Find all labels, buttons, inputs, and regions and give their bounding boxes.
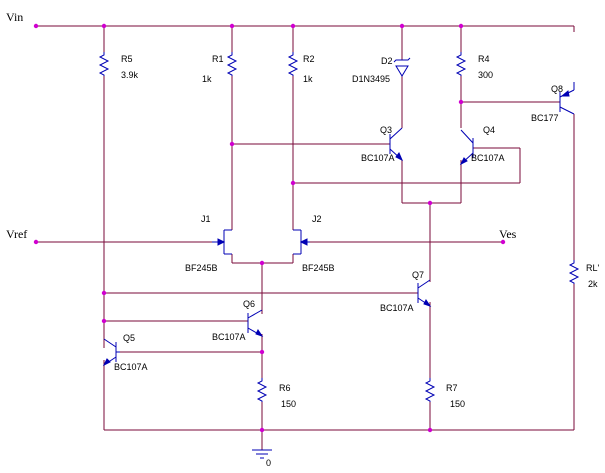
ref-rl: RL' — [586, 263, 600, 273]
wires — [36, 25, 575, 450]
value-q8: BC177 — [531, 113, 559, 123]
ref-q6: Q6 — [243, 299, 255, 309]
value-q6: BC107A — [212, 332, 246, 342]
ref-r2: R2 — [303, 54, 315, 64]
ref-q8: Q8 — [551, 84, 563, 94]
resistor-r7 — [424, 378, 436, 402]
jfet-j2 — [293, 229, 310, 255]
zener-diode-d2 — [393, 57, 411, 77]
ref-j1: J1 — [201, 214, 211, 224]
value-j1: BF245B — [185, 263, 218, 273]
transistor-q3 — [389, 127, 403, 162]
resistor-r5 — [98, 52, 110, 76]
value-r2: 1k — [303, 74, 313, 84]
value-d2: D1N3495 — [352, 74, 390, 84]
ground-symbol — [252, 449, 272, 459]
junction-dots — [33, 23, 506, 433]
ref-q4: Q4 — [483, 125, 495, 135]
value-q7: BC107A — [380, 303, 414, 313]
ref-r6: R6 — [279, 383, 291, 393]
transistor-q4 — [459, 129, 474, 166]
ref-q5: Q5 — [123, 333, 135, 343]
resistor-r6 — [256, 378, 268, 402]
transistor-q7 — [417, 279, 432, 307]
resistor-r1 — [226, 52, 238, 76]
net-label-vin: Vin — [6, 10, 23, 24]
value-r7: 150 — [450, 399, 465, 409]
value-r1: 1k — [202, 74, 212, 84]
value-q5: BC107A — [114, 362, 148, 372]
ref-d2: D2 — [381, 56, 393, 66]
net-label-vref: Vref — [6, 227, 27, 241]
resistor-r4 — [455, 52, 467, 76]
ref-r7: R7 — [446, 383, 458, 393]
transistor-q8 — [559, 82, 575, 115]
net-label-ves: Ves — [499, 227, 517, 241]
transistor-q6 — [247, 309, 264, 337]
ref-r4: R4 — [478, 54, 490, 64]
ref-r5: R5 — [121, 54, 133, 64]
value-rl: 2k — [588, 279, 598, 289]
ref-j2: J2 — [312, 214, 322, 224]
value-r6: 150 — [281, 399, 296, 409]
resistor-r2 — [287, 52, 299, 76]
value-q3: BC107A — [361, 153, 395, 163]
net-label-gnd: 0 — [266, 458, 271, 468]
jfet-j1 — [212, 229, 232, 255]
ref-q3: Q3 — [380, 125, 392, 135]
resistor-rl — [568, 260, 580, 284]
components — [98, 52, 580, 459]
value-r4: 300 — [478, 70, 493, 80]
ref-r1: R1 — [212, 54, 224, 64]
value-r5: 3.9k — [121, 70, 139, 80]
value-q4: BC107A — [471, 153, 505, 163]
ref-q7: Q7 — [412, 270, 424, 280]
labels: Vin Vref Ves 0 R5 3.9k R1 1k R2 1k D2 D1… — [6, 10, 600, 468]
transistor-q5 — [102, 338, 120, 367]
value-j2: BF245B — [302, 263, 335, 273]
